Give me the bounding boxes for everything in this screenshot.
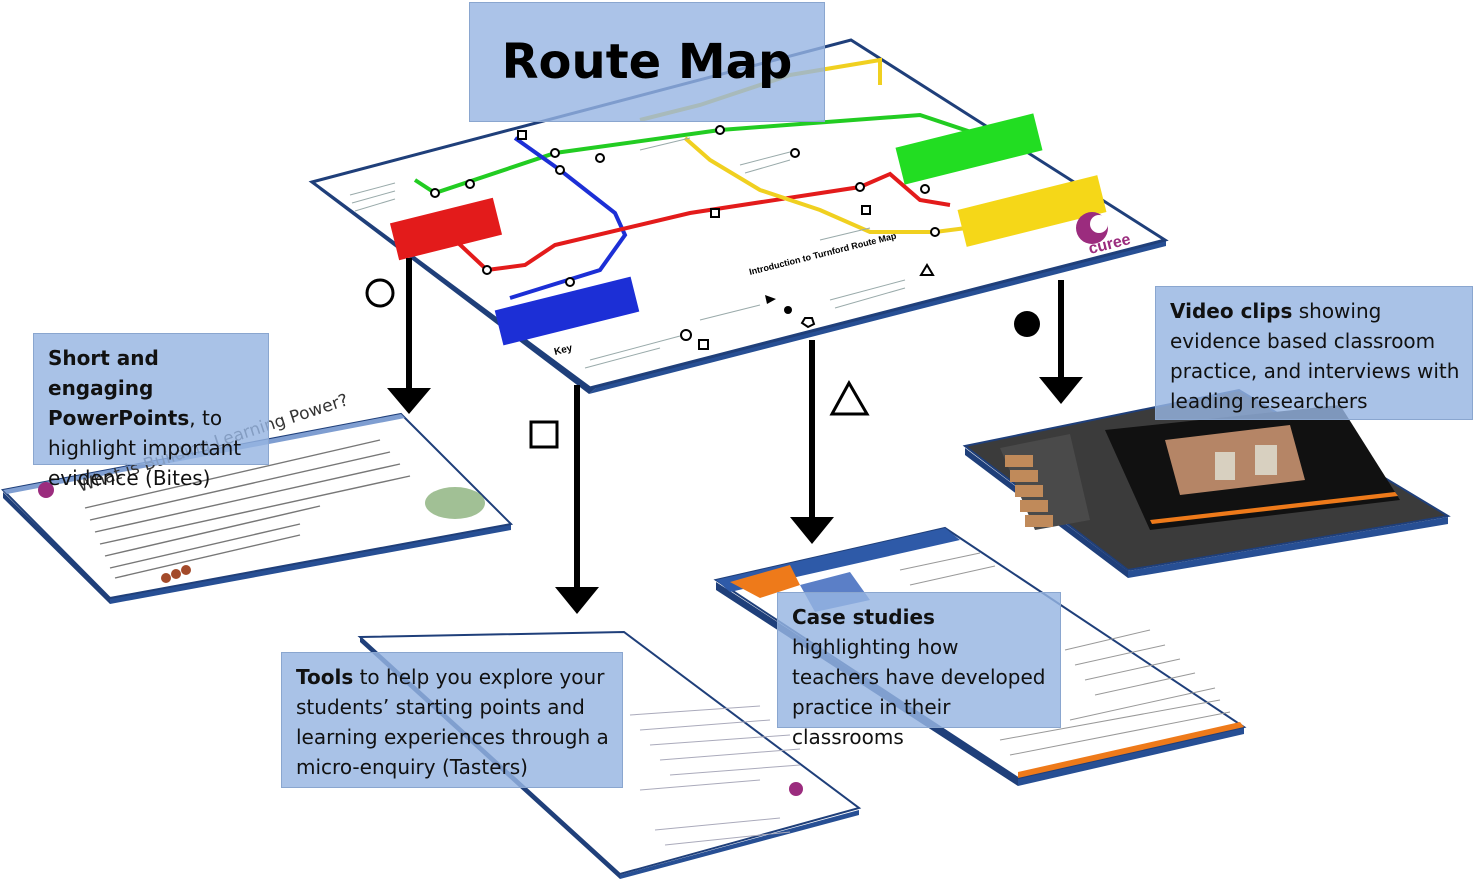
stop-markers: [430, 125, 940, 287]
tools-callout-text: to help you explore your students’ start…: [296, 665, 609, 779]
powerpoints-callout-bold: Short and engaging PowerPoints: [48, 346, 190, 430]
tools-text-lines: [629, 705, 801, 846]
tools-callout: Tools to help you explore your students’…: [281, 652, 623, 788]
case-studies-callout-bold: Case studies: [792, 605, 935, 629]
case-study-orange-shape: [730, 565, 800, 598]
video-progress-bar: [1150, 492, 1398, 524]
video-clips-callout-bold: Video clips: [1170, 299, 1293, 323]
video-person-2: [1255, 445, 1277, 475]
circle-outline-symbol: [365, 278, 395, 308]
tools-curee-logo: [789, 782, 803, 796]
arrow-heads: [387, 377, 1083, 614]
triangle-outline-symbol: [829, 379, 870, 416]
slide-curee-logo: [38, 482, 54, 498]
case-studies-callout-text: highlighting how teachers have developed…: [792, 635, 1046, 749]
tools-callout-bold: Tools: [296, 665, 354, 689]
route-map-document: Introduction to Turnford Route Map Key c…: [308, 38, 1169, 394]
arrows: [406, 258, 1064, 590]
powerpoints-callout-text: , to highlight important evidence (Bites…: [48, 406, 242, 490]
slide-tree-image: [425, 487, 485, 519]
case-studies-callout: Case studies highlighting how teachers h…: [777, 592, 1061, 749]
station-blue: [494, 276, 640, 346]
red-line: [453, 171, 951, 273]
blue-line: [509, 136, 628, 300]
circle-filled-symbol: [1014, 311, 1040, 337]
station-red: [389, 197, 503, 261]
case-study-text-lines: [899, 552, 1231, 756]
station-yellow: [957, 175, 1107, 247]
powerpoints-callout: Short and engaging PowerPoints, to highl…: [33, 333, 269, 490]
video-thumbnails: [1005, 455, 1053, 527]
route-map-title: Route Map: [469, 2, 825, 122]
map-label-lines: [349, 137, 906, 369]
square-outline-symbol: [529, 420, 559, 449]
video-person-1: [1215, 452, 1235, 480]
slide-bullets: [161, 565, 191, 583]
video-player: [962, 388, 1451, 578]
video-clips-callout-text: showing evidence based classroom practic…: [1170, 299, 1460, 413]
video-clips-callout: Video clips showing evidence based class…: [1155, 286, 1473, 420]
route-map-key-label: Key: [553, 343, 574, 358]
slide-text-lines: [84, 439, 411, 579]
map-key-symbols: [680, 263, 935, 350]
case-study-orange-band: [1018, 722, 1244, 778]
station-green: [895, 113, 1043, 185]
